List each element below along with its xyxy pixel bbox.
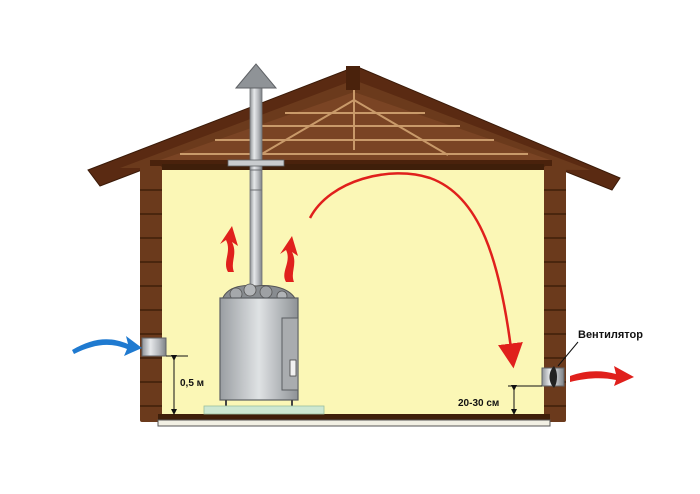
warm-air-outlet-arrow — [570, 366, 634, 386]
hot-air-circulation-arrow — [308, 172, 523, 369]
fan-icon — [549, 366, 557, 388]
right-log-wall — [544, 166, 566, 422]
room-interior — [162, 168, 544, 414]
fan-leader-line — [557, 341, 579, 367]
inlet-height-dimension — [166, 355, 188, 415]
outlet-height-dimension — [508, 385, 542, 415]
ceiling — [162, 164, 544, 170]
left-log-wall — [140, 166, 162, 422]
sauna-stove — [203, 283, 325, 415]
fan-label: Вентилятор — [578, 329, 643, 341]
inlet-vent — [141, 337, 167, 357]
inlet-height-label: 0,5 м — [180, 378, 204, 389]
hot-air-rising-arrows — [220, 226, 298, 282]
floor — [157, 414, 551, 427]
cold-air-inlet-arrow — [72, 336, 142, 356]
outlet-height-label: 20-30 см — [458, 398, 499, 409]
chimney-pipe — [227, 63, 285, 297]
